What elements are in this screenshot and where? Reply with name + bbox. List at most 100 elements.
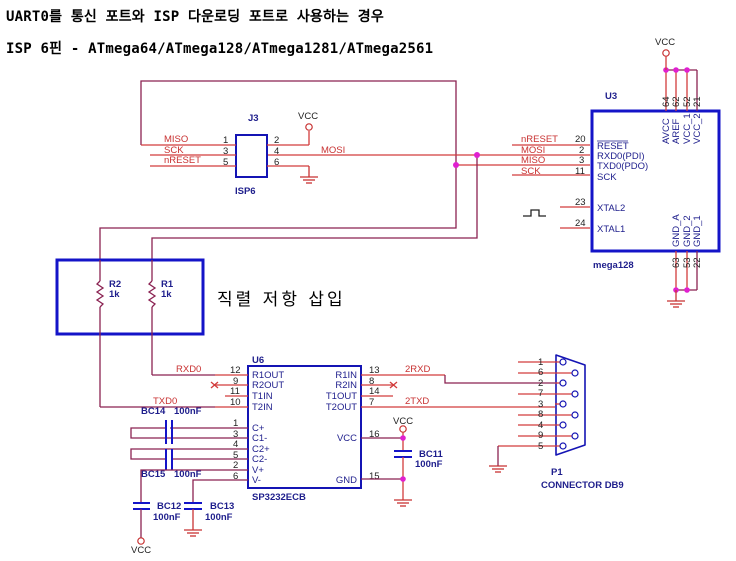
wire-bc15 [130, 448, 248, 460]
u6-left-pin-names: R1OUT R2OUT T1IN T2IN C+ C1- C2+ C2- V+ … [252, 370, 284, 486]
svg-text:7: 7 [538, 388, 543, 399]
bc13-value: 100nF [205, 512, 233, 523]
wire-2rxd [444, 375, 555, 384]
r2-resistor-icon [95, 280, 105, 308]
junction-miso [453, 162, 459, 168]
r1-ref: R1 [161, 279, 174, 290]
u3-pin-name: GND_1 [692, 215, 703, 247]
net-label-2txd: 2TXD [405, 396, 429, 407]
u3-pin-name: XTAL2 [597, 203, 625, 214]
series-resistor-highlight-box [55, 258, 205, 336]
svg-text:15: 15 [369, 471, 380, 482]
r2-ref: R2 [109, 279, 121, 290]
p1-ref: P1 [551, 467, 563, 478]
bc11-value: 100nF [415, 459, 443, 470]
svg-text:16: 16 [369, 429, 380, 440]
ground-icon [667, 290, 685, 308]
j3-value: ISP6 [235, 186, 256, 197]
ground-icon [184, 509, 202, 537]
db9-pin-numbers: 1 6 2 7 3 8 4 9 5 [538, 357, 543, 452]
pin-num: 63 [671, 257, 682, 268]
u3-pin-name: VCC_2 [692, 113, 703, 144]
svg-text:T2OUT: T2OUT [326, 402, 357, 413]
wire-vminus [192, 479, 248, 503]
pin-num: 5 [223, 157, 228, 168]
svg-text:3: 3 [538, 399, 543, 410]
pin-num: 2 [274, 135, 279, 146]
svg-text:1: 1 [233, 418, 238, 429]
svg-text:1: 1 [538, 357, 543, 368]
u3-pin-name: GND_2 [682, 215, 693, 247]
pin-num: 24 [575, 218, 586, 229]
vcc-label: VCC [131, 545, 151, 556]
u6-ref: U6 [252, 355, 264, 366]
wire-miso-to-r2 [99, 165, 457, 260]
svg-text:7: 7 [369, 397, 374, 408]
bc15-value: 100nF [174, 469, 202, 480]
pin-num: 52 [682, 96, 693, 107]
svg-text:C+: C+ [252, 423, 265, 434]
ground-icon [489, 465, 507, 473]
net-label-nreset: nRESET [164, 155, 201, 166]
svg-text:3: 3 [233, 429, 238, 440]
net-label-sck-u3: SCK [521, 166, 541, 177]
db9-pin-wires [498, 361, 572, 447]
vcc-symbol-icon [662, 49, 670, 57]
svg-text:2: 2 [233, 460, 238, 471]
net-label-2rxd: 2RXD [405, 364, 430, 375]
pin-num: 2 [579, 145, 584, 156]
u6-body [247, 365, 362, 489]
u6-right-pin-numbers: 13 8 14 7 16 15 [369, 365, 380, 482]
vcc-symbol-icon [305, 123, 313, 131]
svg-text:4: 4 [538, 420, 543, 431]
p1-value: CONNECTOR DB9 [541, 480, 624, 491]
u6-right-pin-names: R1IN R2IN T1OUT T2OUT VCC GND [326, 370, 357, 486]
pin-num: 4 [274, 146, 279, 157]
r1-resistor-icon [147, 280, 157, 308]
junction [400, 435, 406, 441]
svg-text:8: 8 [538, 409, 543, 420]
svg-text:2: 2 [538, 378, 543, 389]
u6-value: SP3232ECB [252, 492, 306, 503]
wire-vplus [140, 469, 248, 503]
svg-text:R1OUT: R1OUT [252, 370, 284, 381]
no-connect-icon [210, 381, 219, 389]
vcc-label: VCC [655, 37, 675, 48]
u3-pin-name: RXD0(PDI) [597, 151, 645, 162]
pin-num: 11 [575, 166, 585, 177]
title-line-2: ISP 6핀 - ATmega64/ATmega128/ATmega1281/A… [6, 41, 434, 57]
pin-num: 22 [692, 257, 703, 268]
svg-text:6: 6 [538, 367, 543, 378]
no-connect-icon [389, 381, 398, 389]
svg-text:VCC: VCC [337, 433, 357, 444]
bc13-ref: BC13 [210, 501, 234, 512]
svg-text:5: 5 [538, 441, 543, 452]
title-line-1: UART0를 통신 포트와 ISP 다운로딩 포트로 사용하는 경우 [6, 9, 384, 25]
u3-value: mega128 [593, 260, 634, 271]
bc12-ref: BC12 [157, 501, 181, 512]
bc15-ref: BC15 [141, 469, 166, 480]
junction-mosi [474, 152, 480, 158]
svg-text:C2-: C2- [252, 454, 267, 465]
svg-text:R2OUT: R2OUT [252, 380, 284, 391]
db9-shell-icon [555, 354, 586, 456]
u3-pin-name: TXD0(PDO) [597, 161, 648, 172]
j3-ref: J3 [248, 113, 259, 124]
u3-pin-name: SCK [597, 172, 617, 183]
u3-bottom-pins [673, 251, 698, 293]
svg-text:GND: GND [336, 475, 357, 486]
svg-text:13: 13 [369, 365, 380, 376]
pin-num: 23 [575, 197, 586, 208]
pin-num: 62 [671, 96, 682, 107]
svg-text:C2+: C2+ [252, 444, 270, 455]
u3-pin-name: GND_A [671, 214, 682, 247]
j3-body [235, 134, 268, 178]
vcc-symbol-icon [137, 537, 145, 545]
vcc-label: VCC [298, 111, 318, 122]
junction [400, 476, 406, 482]
svg-text:T1OUT: T1OUT [326, 391, 357, 402]
svg-text:11: 11 [230, 386, 240, 397]
ground-icon [394, 499, 412, 507]
svg-text:V-: V- [252, 475, 261, 486]
